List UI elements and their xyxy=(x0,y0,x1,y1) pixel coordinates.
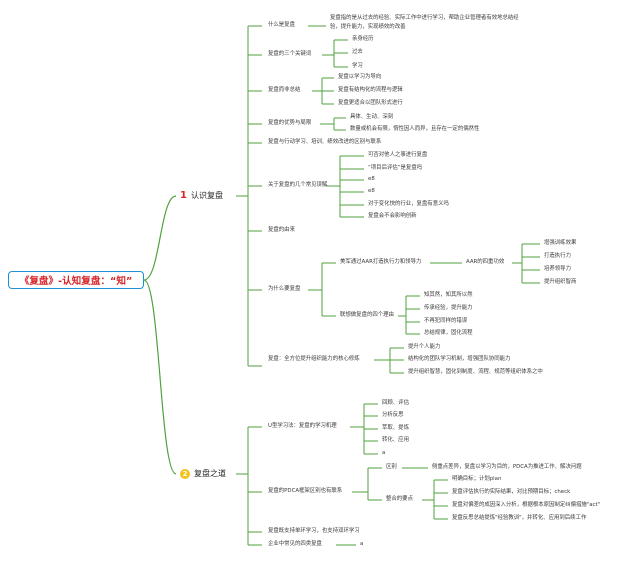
node-differences: 复盘与行动学习、培训、绩效改进的区别与联系 xyxy=(268,139,382,145)
node-pdca-diff: 区别 xyxy=(386,464,397,470)
node-advantage-item: 具体、生动、深刻 xyxy=(350,114,394,120)
node-u-item: 转化、应用 xyxy=(382,437,409,443)
node-aar-item: 打造执行力 xyxy=(544,253,571,259)
node-what-desc-2: 验，提升能力，实现绩效的改善 xyxy=(330,24,406,30)
node-aar-effect: AAR的四重功效 xyxy=(466,259,505,265)
node-misconception-item: e8 xyxy=(368,176,375,182)
node-misconception-item: 对于变化快的行业，复盘有意义吗 xyxy=(368,201,449,207)
node-pdca-key-item: 复盘评估执行的实际结果，对比预期目标；check xyxy=(452,489,571,495)
node-u-item: 回顾、评估 xyxy=(382,400,409,406)
node-aar: 美军通过AAR打造执行力和领导力 xyxy=(340,259,422,265)
node-reason-item: 不再犯同样的错误 xyxy=(424,318,468,324)
node-misconception-item: e8 xyxy=(368,188,375,194)
node-reason-item: 传承经验，提升能力 xyxy=(424,305,473,311)
node-advantages: 复盘的优势与局限 xyxy=(268,120,312,126)
node-org-item: 提升个人能力 xyxy=(408,344,441,350)
branch-label: 复盘之道 xyxy=(194,469,226,478)
node-not-summary: 复盘而非总结 xyxy=(268,87,301,93)
node-aar-item: 培养领导力 xyxy=(544,266,571,272)
node-misconception-item: “项目后评估”是复盘吗 xyxy=(368,165,423,171)
node-what-desc-1: 复盘指的是从过去的经验、实际工作中进行学习，帮助企业管理者有效地总结经 xyxy=(330,15,519,21)
node-advantage-item: 数量或机会有限，惰性因人而异，且存在一定的偶然性 xyxy=(350,126,480,132)
node-u-item: 分析反思 xyxy=(382,412,404,418)
branch-review-method: 2 复盘之道 xyxy=(180,468,226,479)
node-keywords: 复盘的三个关键词 xyxy=(268,51,312,57)
node-org: 复盘：全方位提升组织能力的核心修炼 xyxy=(268,356,360,362)
node-common-reviews: 企业中常见的四类复盘 xyxy=(268,541,322,547)
central-topic: 《复盘》-认知复盘：“知” xyxy=(8,271,144,289)
node-misconceptions: 关于复盘的几个常见误解 xyxy=(268,182,328,188)
branch-label: 认识复盘 xyxy=(190,191,223,200)
node-misconception-item: 复盘会不会影响创新 xyxy=(368,213,417,219)
node-pdca-key-item: 明确目标；计划plan xyxy=(452,476,502,482)
node-loop-learning: 复盘既支持单环学习，也支持双环学习 xyxy=(268,528,360,534)
number-one-icon: 1 xyxy=(180,190,187,201)
node-pdca-key-item: 复盘反思总结提炼"经验教训"，并转化、应用到后续工作 xyxy=(452,515,587,521)
node-reason-item: 总结规律，固化流程 xyxy=(424,330,473,336)
node-pdca-diff-desc: 侧重点差异，复盘以学习为目的，PDCA为推进工作、解决问题 xyxy=(432,464,582,470)
node-what: 什么是复盘 xyxy=(268,22,295,28)
node-aar-item: 提升组织智商 xyxy=(544,279,577,285)
node-reason-item: 知其然，知其所以然 xyxy=(424,292,473,298)
node-keyword: 亲身经历 xyxy=(352,36,374,42)
node-pdca-key: 整合的要点 xyxy=(386,496,413,502)
node-not-summary-item: 复盘有结构化的流程与逻辑 xyxy=(338,87,403,93)
node-org-item: 结构化的团队学习机制，增强团队协同能力 xyxy=(408,356,511,362)
node-not-summary-item: 复盘更适合以团队形式进行 xyxy=(338,100,403,106)
node-origin: 复盘的由来 xyxy=(268,227,295,233)
node-reasons: 联想做复盘的四个理由 xyxy=(340,312,394,318)
node-misconception-item: 可否对他人之事进行复盘 xyxy=(368,152,428,158)
node-org-item: 提升组织智慧，固化到制度、流程、规范等组织体系之中 xyxy=(408,369,543,375)
node-pdca-key-item: 复盘对偏差的成因深入分析，根据根本原因制定纠偏措施"act" xyxy=(452,502,601,508)
node-why: 为什么要复盘 xyxy=(268,286,301,292)
node-keyword: 学习 xyxy=(352,63,363,69)
node-u-item: a xyxy=(382,450,386,456)
node-keyword: 过去 xyxy=(352,49,363,55)
node-not-summary-item: 复盘以学习为导向 xyxy=(338,74,382,80)
node-aar-item: 增强训练效果 xyxy=(544,240,577,246)
branch-understand-review: 1 认识复盘 xyxy=(180,190,223,201)
node-common-tail: a xyxy=(360,541,364,547)
node-u-item: 萃取、提炼 xyxy=(382,425,409,431)
node-pdca: 复盘的PDCA框架区别也有联系 xyxy=(268,488,343,494)
node-u-learning: U型学习法：复盘的学习机理 xyxy=(268,423,337,429)
number-two-icon: 2 xyxy=(180,468,190,479)
